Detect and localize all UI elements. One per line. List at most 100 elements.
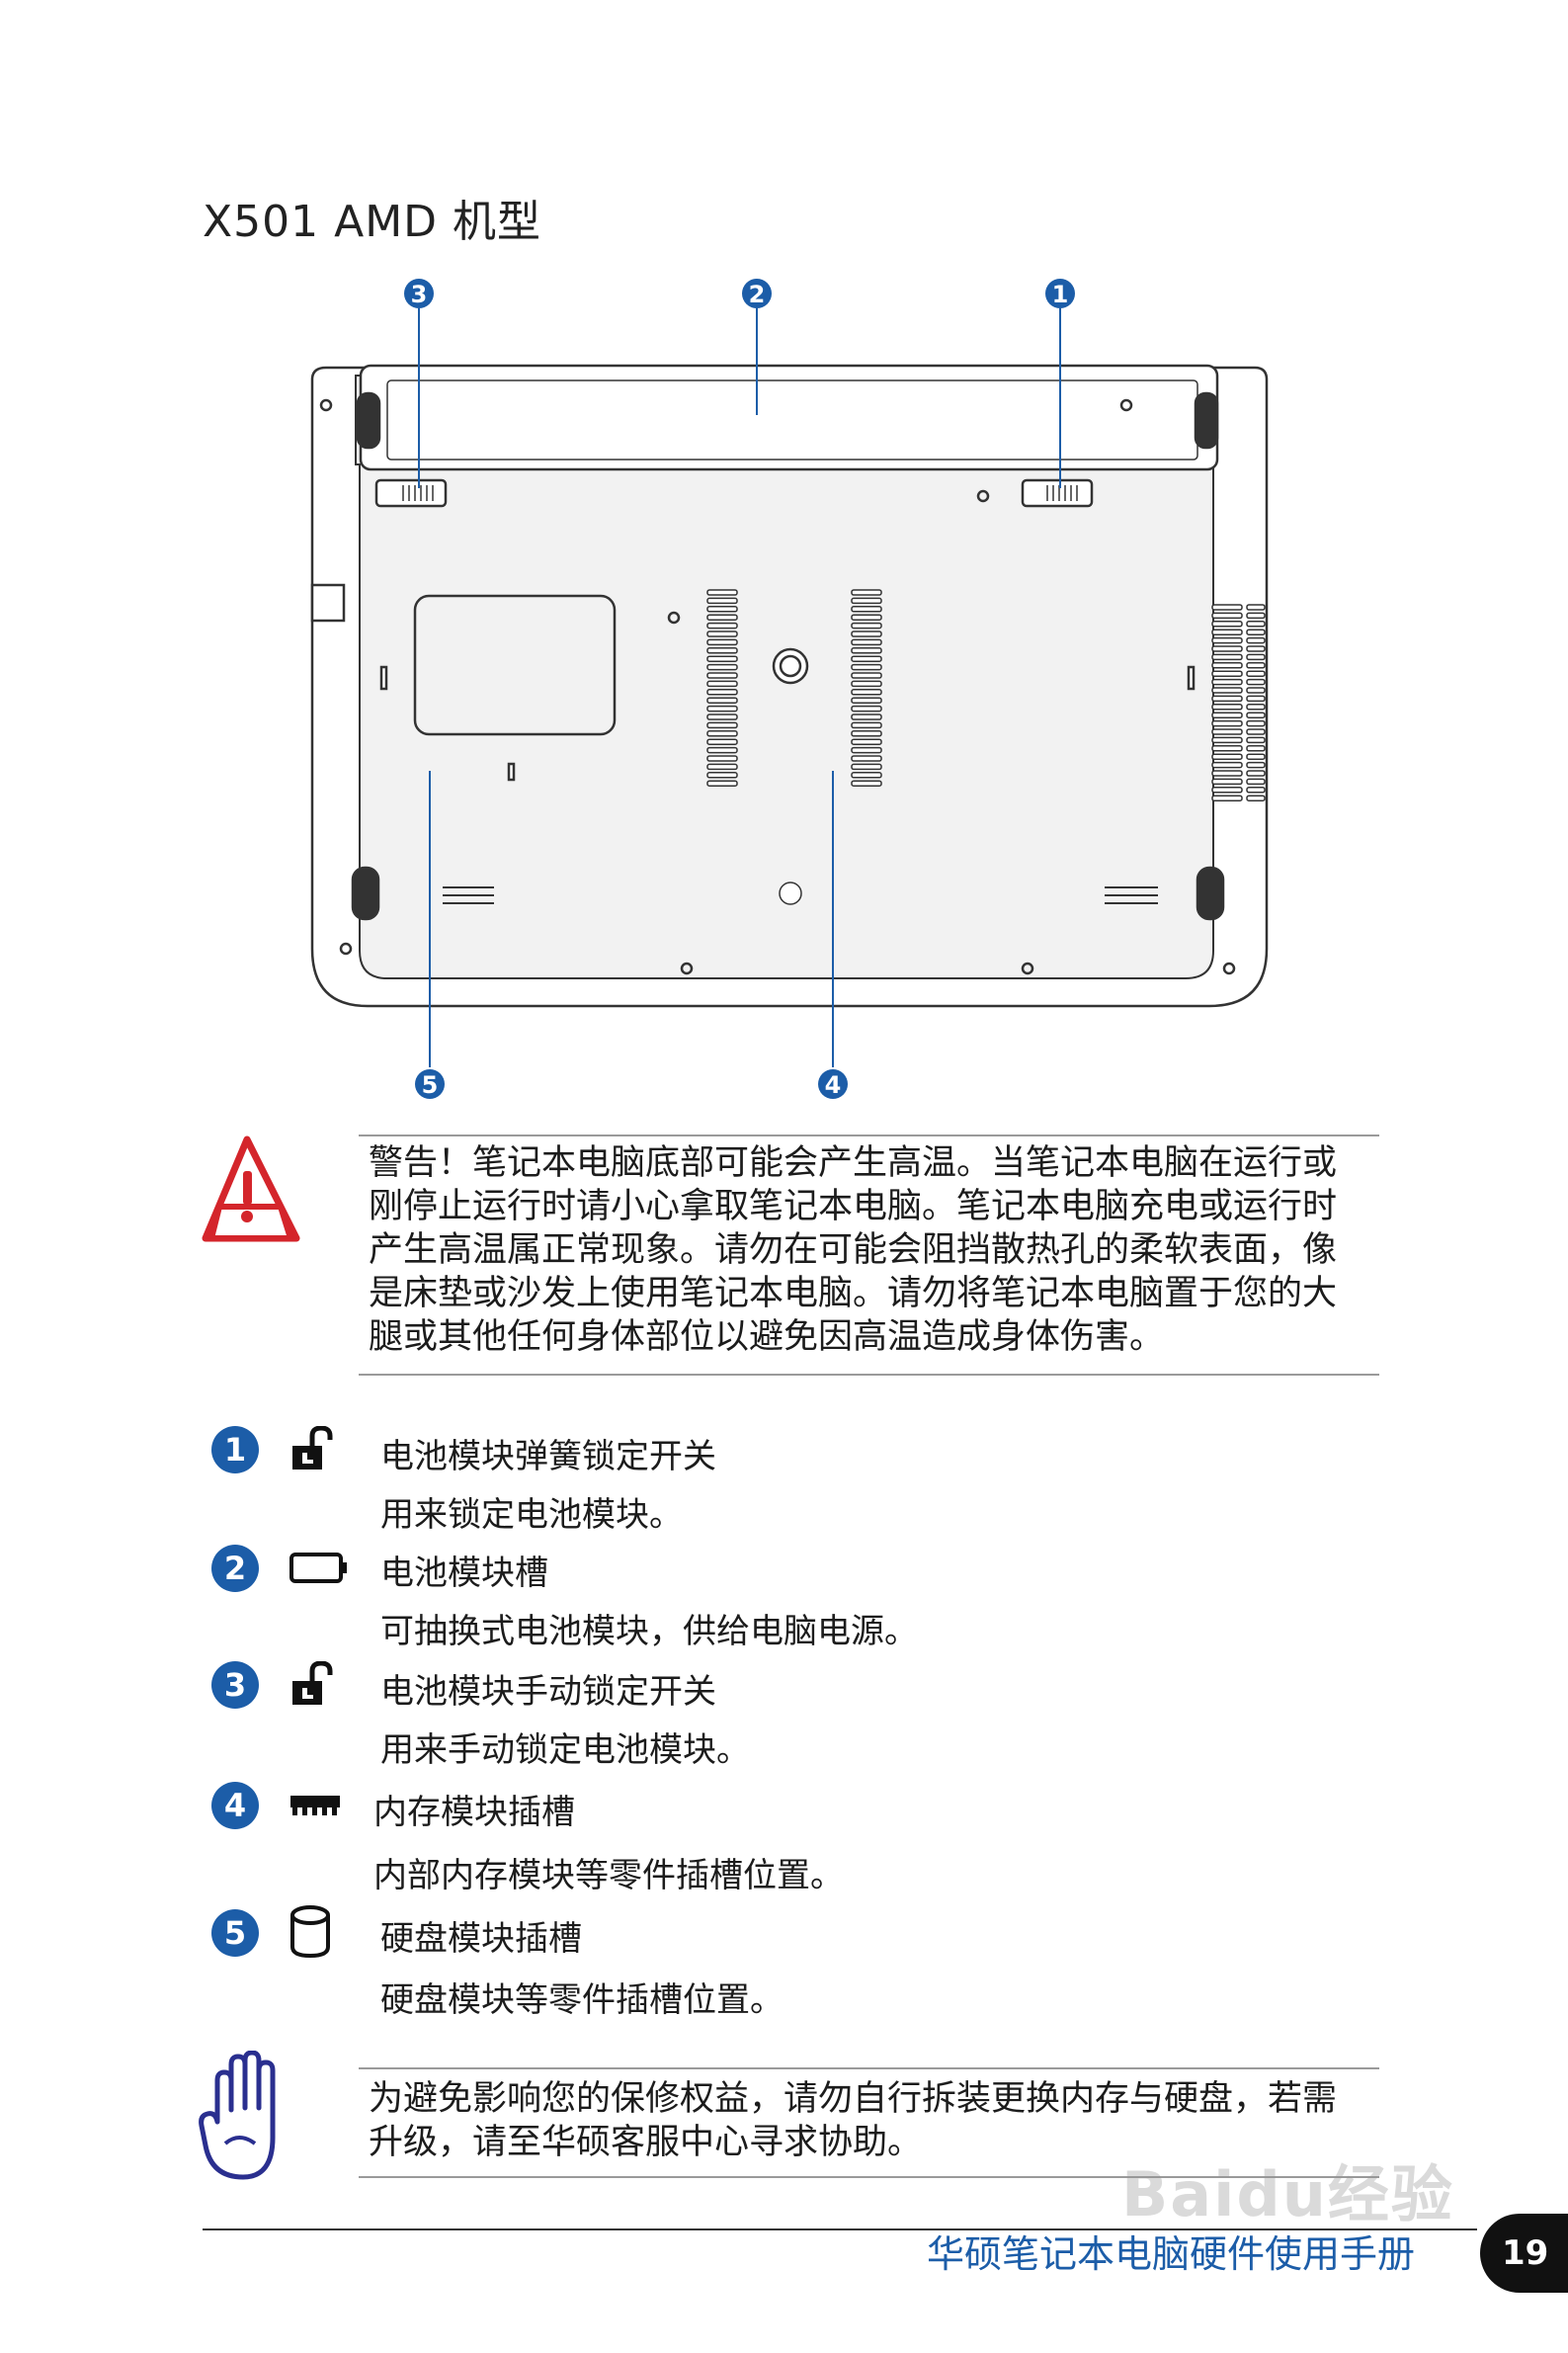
side-vent-slot [1211,745,1243,752]
vent-slot [851,730,882,737]
item-desc: 用来锁定电池模块。 [380,1495,683,1535]
side-vent-slot [1246,778,1266,786]
vent-slot [706,606,738,613]
side-vent-slot [1246,612,1266,620]
warning-icon [202,1135,300,1242]
battery-icon [289,1553,347,1583]
side-vent-slot [1246,670,1266,677]
side-vent-slot [1211,787,1243,794]
vent-slot [706,647,738,654]
vent-slot [851,614,882,621]
vent-slot [706,614,738,621]
vent-slot [706,689,738,696]
unlock-icon [292,1661,333,1705]
vent-slot [851,705,882,713]
vent-slot [851,772,882,779]
item-desc: 硬盘模块等零件插槽位置。 [380,1980,784,2020]
vent-slot [706,597,738,605]
vent-slot [851,589,882,596]
side-vent-slot [1211,645,1243,652]
side-vent-slot [1211,695,1243,703]
note-line-1: 为避免影响您的保修权益，请勿自行拆装更换内存与硬盘，若需 [369,2079,1338,2119]
side-vent-slot [1246,629,1266,635]
svg-text:1: 1 [1052,281,1069,308]
side-vent-slot [1246,636,1266,644]
vent-slot [851,655,882,662]
vent-slot [851,630,882,637]
unlock-icon [292,1426,333,1470]
vent-slot [706,655,738,662]
vent-slot [706,697,738,704]
item-title: 电池模块弹簧锁定开关 [380,1437,716,1476]
side-vent-slot [1246,719,1266,727]
vent-slot [706,680,738,688]
vent-slot [706,746,738,754]
item-desc: 可抽换式电池模块，供给电脑电源。 [380,1612,918,1651]
item-desc: 用来手动锁定电池模块。 [380,1730,750,1770]
side-vent-slot [1246,604,1266,611]
side-vent-slot [1246,728,1266,735]
side-vent-slot [1211,604,1243,611]
side-vent-slot [1211,678,1243,686]
vent-slot [851,763,882,771]
side-vent-slot [1211,670,1243,677]
side-vent-slot [1211,687,1243,694]
vent-slot [706,663,738,671]
item-title: 电池模块槽 [380,1554,548,1593]
side-vent-slot [1246,795,1266,801]
hand-stop-icon [199,2051,276,2180]
callout-5: 5 [415,1069,445,1099]
side-vent-slot [1211,629,1243,635]
vent-slot [851,663,882,671]
side-vent-slot [1246,712,1266,718]
side-vent-slot [1211,753,1243,760]
vent-slot [851,597,882,605]
side-vent-slot [1211,653,1243,661]
side-vent-slot [1246,753,1266,760]
side-vent-slot [1246,704,1266,711]
item-desc: 内部内存模块等零件插槽位置。 [373,1856,844,1895]
side-vent-slot [1246,621,1266,628]
side-vent-slot [1246,761,1266,769]
callout-4: 4 [818,1069,848,1099]
vent-slot [706,730,738,737]
callout-3: 3 [404,279,434,308]
watermark: Baidu经验 [1121,2158,1454,2230]
vent-slot [706,780,738,787]
vent-slot [706,714,738,720]
side-vent-slot [1246,787,1266,794]
item-title: 硬盘模块插槽 [380,1919,582,1959]
side-vent-slot [1246,687,1266,694]
side-vent-slot [1211,704,1243,711]
side-vent-slot [1211,761,1243,769]
svg-text:4: 4 [825,1071,842,1099]
item-title: 内存模块插槽 [373,1793,575,1832]
side-vent-slot [1246,695,1266,703]
side-vent-slot [1211,770,1243,777]
vent-slot [706,630,738,637]
memory-icon [290,1796,340,1815]
page-number: 19 [1480,2214,1568,2293]
vent-slot [851,738,882,745]
vent-slot [706,755,738,762]
note-line-2: 升级，请至华硕客服中心寻求协助。 [369,2123,923,2162]
vent-slot [851,647,882,654]
side-vent-slot [1211,778,1243,786]
hdd-icon [290,1905,330,1959]
vent-slot [851,714,882,720]
item-title: 电池模块手动锁定开关 [380,1672,716,1712]
page-title: X501 AMD 机型 [203,197,542,247]
vent-slot [851,606,882,613]
side-vent-slot [1211,662,1243,669]
side-vent-slot [1211,712,1243,718]
vent-slot [851,672,882,679]
side-vent-slot [1246,645,1266,652]
side-vent-slot [1246,745,1266,752]
vent-slot [706,638,738,646]
vent-slot [851,755,882,762]
vent-slot [851,622,882,630]
vent-slot [851,746,882,754]
vent-slot [851,680,882,688]
side-vent-slot [1211,612,1243,620]
vent-slot [851,638,882,646]
